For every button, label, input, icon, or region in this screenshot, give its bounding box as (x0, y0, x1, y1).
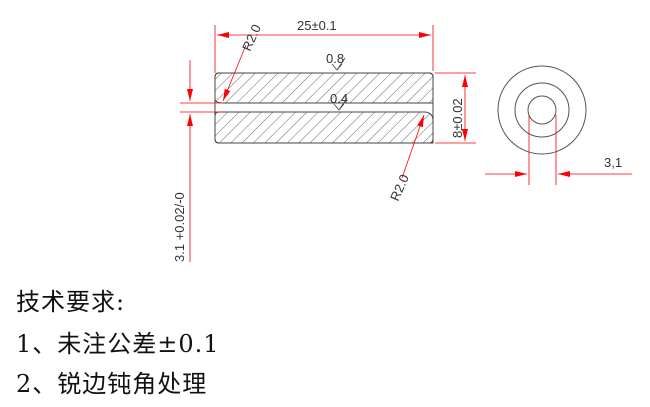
part-side-view (214, 72, 434, 144)
note-item: 1、未注公差±0.1 (16, 330, 220, 358)
radius-top-label: R2.0 (239, 22, 264, 53)
slot-dimension: 3.1 +0.02/-0 (172, 192, 187, 262)
roughness-top-label: 0.8 (326, 51, 344, 66)
notes-title: 技术要求: (16, 288, 126, 316)
height-dimension: 8±0.02 (450, 98, 465, 138)
length-dimension: 25±0.1 (297, 18, 337, 33)
radius-bottom-label: R2.0 (387, 172, 412, 203)
roughness-symbol-icon (333, 97, 348, 111)
hole-dimension: 3,1 (604, 155, 622, 170)
dimension-lines (180, 25, 632, 262)
note-item: 2、锐边钝角处理 (16, 370, 208, 398)
part-end-view (497, 65, 587, 155)
roughness-slot-label: 0.4 (330, 91, 348, 106)
roughness-symbol-icon (331, 57, 346, 71)
